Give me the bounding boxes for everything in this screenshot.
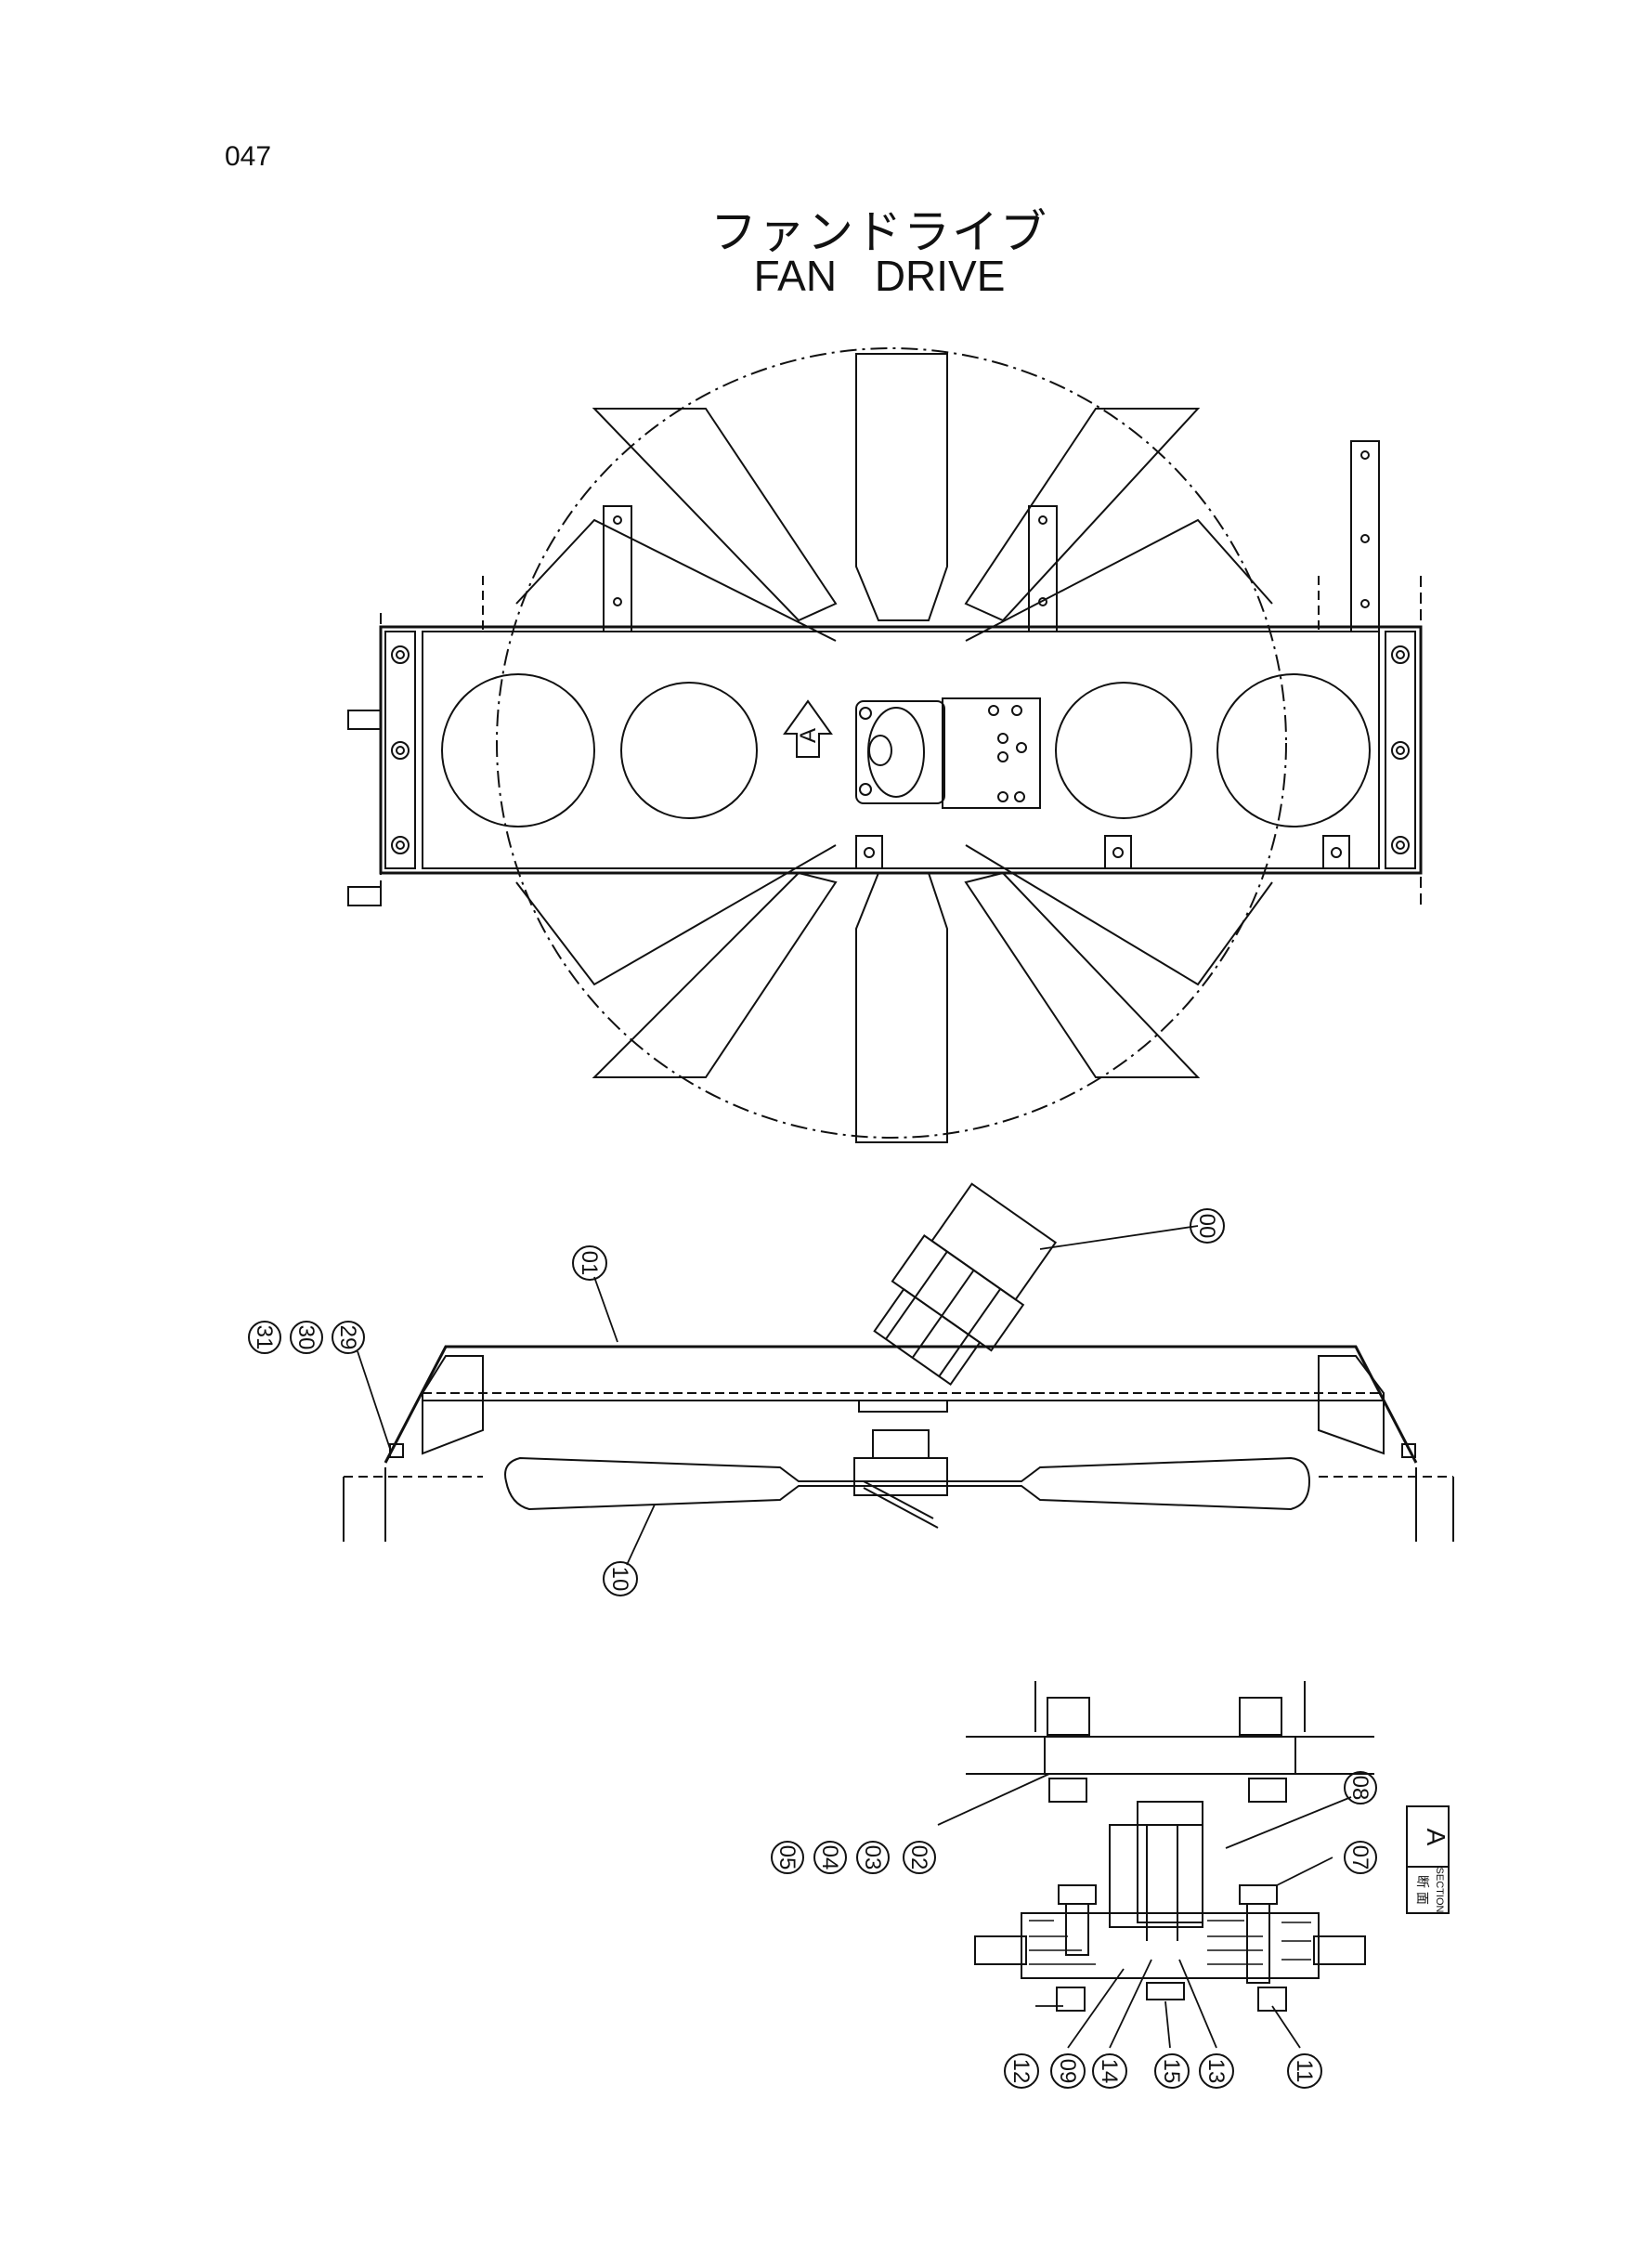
callout-10: 10 bbox=[603, 1561, 638, 1596]
title-japanese: ファンドライブ bbox=[710, 206, 1048, 258]
callout-00: 00 bbox=[1190, 1208, 1225, 1244]
callout-30: 30 bbox=[290, 1321, 323, 1354]
upper-brackets bbox=[603, 440, 1380, 632]
svg-text:13: 13 bbox=[1203, 2059, 1229, 2084]
callout-08: 08 bbox=[1344, 1771, 1377, 1804]
svg-text:05: 05 bbox=[774, 1845, 800, 1870]
callout-29: 29 bbox=[332, 1321, 365, 1354]
svg-text:08: 08 bbox=[1347, 1776, 1372, 1801]
svg-text:15: 15 bbox=[1159, 2059, 1184, 2084]
leader-lines bbox=[357, 1225, 1352, 2049]
svg-text:31: 31 bbox=[252, 1325, 277, 1350]
callouts: 00 01 31 30 29 10 05 04 03 02 08 07 12 0… bbox=[248, 1208, 1377, 2089]
svg-text:12: 12 bbox=[1008, 2059, 1034, 2084]
svg-text:10: 10 bbox=[607, 1567, 632, 1592]
callout-13: 13 bbox=[1199, 2053, 1234, 2089]
callout-03: 03 bbox=[856, 1841, 890, 1874]
svg-text:29: 29 bbox=[335, 1325, 360, 1350]
fan-hub bbox=[853, 1400, 948, 1529]
fan-blades bbox=[515, 353, 1273, 1143]
section-japanese: 断 面 bbox=[1415, 1875, 1430, 1905]
svg-text:30: 30 bbox=[293, 1325, 319, 1350]
callout-11: 11 bbox=[1287, 2053, 1322, 2089]
svg-text:11: 11 bbox=[1292, 2060, 1317, 2083]
view-arrow-label: A bbox=[796, 728, 821, 743]
top-view: A bbox=[347, 347, 1423, 1143]
callout-05: 05 bbox=[771, 1841, 804, 1874]
svg-text:09: 09 bbox=[1055, 2059, 1080, 2084]
shroud-openings bbox=[441, 673, 1371, 827]
svg-text:07: 07 bbox=[1347, 1845, 1372, 1870]
side-view bbox=[343, 1182, 1454, 1542]
section-label-box: A 断 面 SECTION bbox=[1406, 1805, 1450, 1914]
svg-text:03: 03 bbox=[860, 1845, 885, 1870]
callout-15: 15 bbox=[1154, 2053, 1190, 2089]
svg-text:14: 14 bbox=[1097, 2059, 1122, 2084]
motor-mount bbox=[855, 697, 1041, 809]
shroud-frame bbox=[379, 625, 1423, 875]
hub-block bbox=[974, 1912, 1366, 1979]
page-number: 047 bbox=[225, 141, 272, 172]
shroud-profile bbox=[384, 1345, 1418, 1464]
callout-31: 31 bbox=[248, 1321, 281, 1354]
callout-01: 01 bbox=[572, 1245, 607, 1281]
fan-sweep-circle bbox=[496, 347, 1287, 1139]
svg-text:01: 01 bbox=[577, 1251, 602, 1276]
section-english: SECTION bbox=[1434, 1868, 1445, 1913]
fan-motor bbox=[873, 1182, 1058, 1386]
side-plates bbox=[347, 631, 1416, 906]
fan-blade-side bbox=[504, 1456, 1311, 1511]
callout-04: 04 bbox=[813, 1841, 847, 1874]
svg-text:04: 04 bbox=[817, 1845, 842, 1870]
view-arrow-icon: A bbox=[783, 699, 833, 758]
svg-text:02: 02 bbox=[906, 1845, 931, 1870]
callout-02: 02 bbox=[903, 1841, 936, 1874]
section-a-view bbox=[966, 1681, 1374, 2012]
callout-07: 07 bbox=[1344, 1841, 1377, 1874]
title-english: FAN DRIVE bbox=[753, 252, 1006, 300]
callout-12: 12 bbox=[1004, 2053, 1039, 2089]
lower-tabs bbox=[855, 835, 1350, 869]
section-letter: A bbox=[1422, 1829, 1450, 1846]
callout-09: 09 bbox=[1050, 2053, 1086, 2089]
callout-14: 14 bbox=[1092, 2053, 1127, 2089]
svg-text:00: 00 bbox=[1194, 1214, 1219, 1239]
